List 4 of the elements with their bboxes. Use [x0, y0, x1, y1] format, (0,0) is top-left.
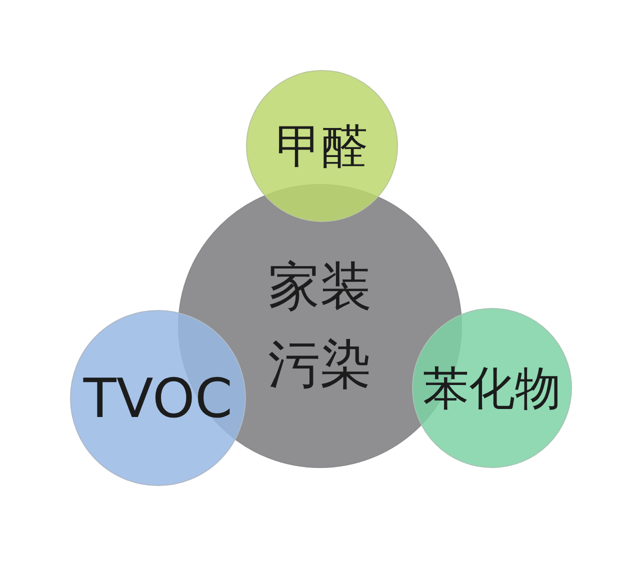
- circle-label: 家装污染: [266, 256, 373, 397]
- circle-label: 甲醛: [276, 118, 368, 174]
- circle-label: 苯化物: [423, 360, 561, 416]
- circle-label: TVOC: [83, 366, 233, 432]
